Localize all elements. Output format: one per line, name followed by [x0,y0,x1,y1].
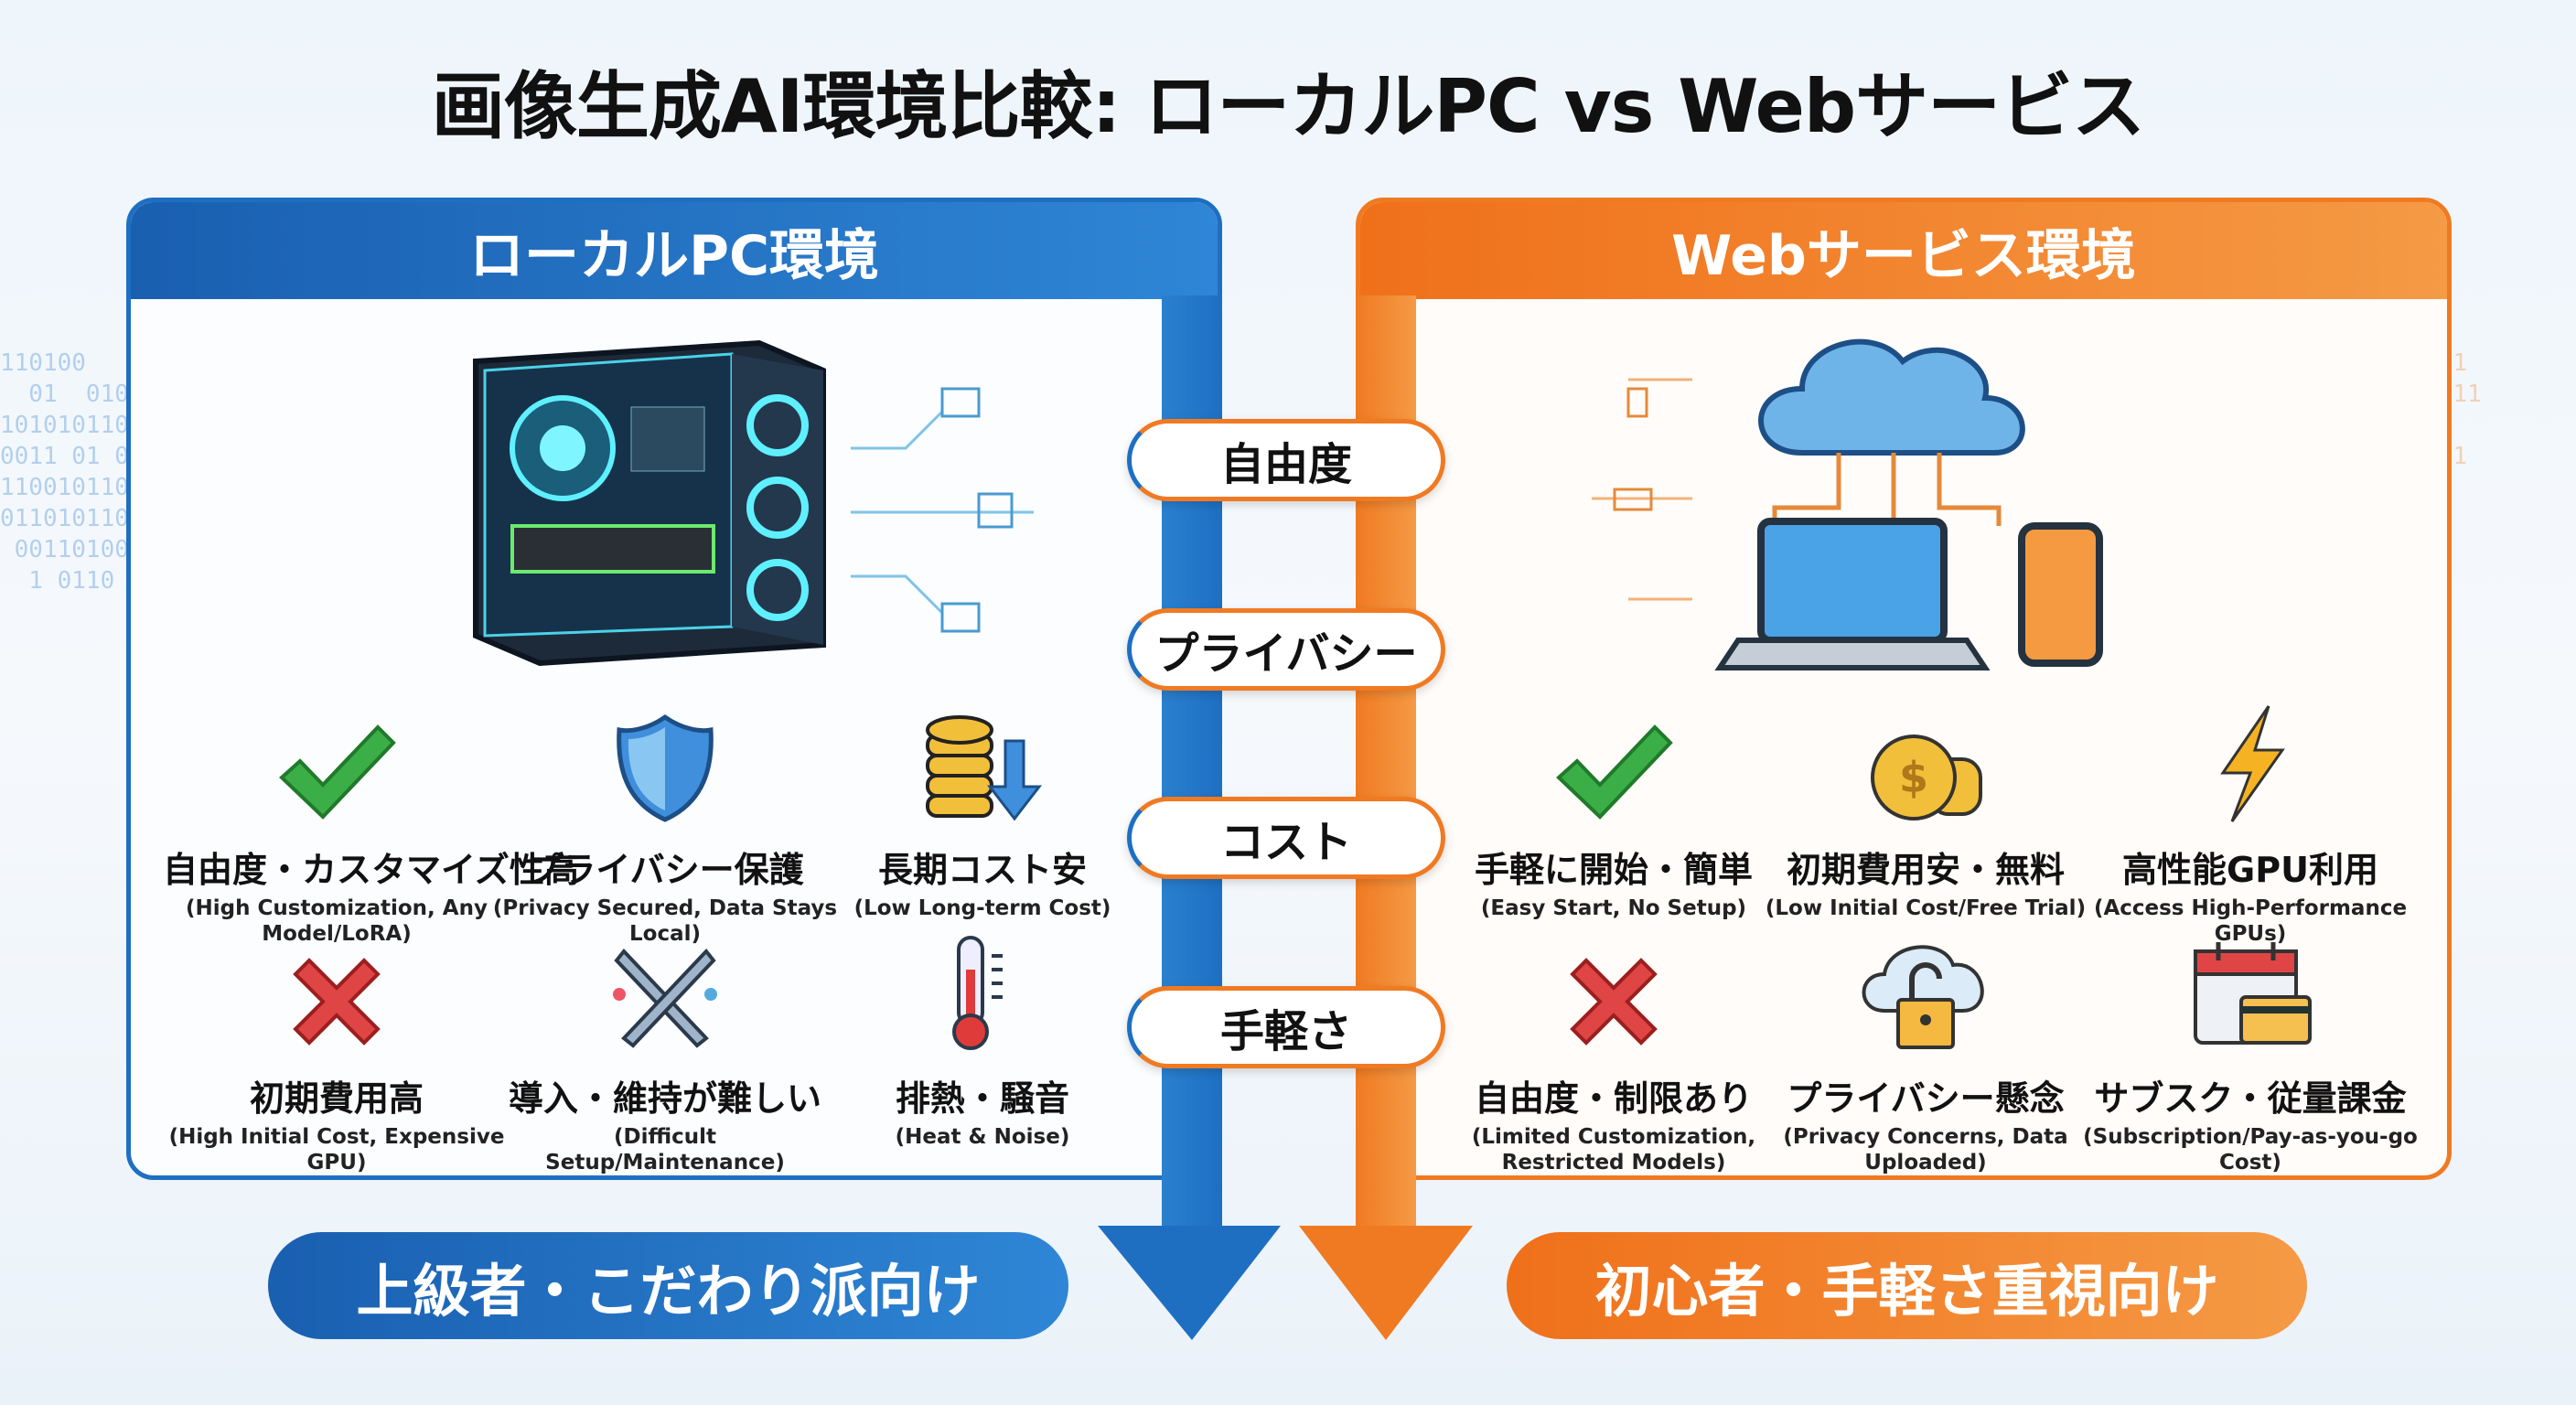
check-icon [279,724,396,820]
shield-icon [617,713,714,822]
criteria-pill-cost: コスト [1127,797,1445,879]
cloud-lock-icon [1862,945,1984,1049]
web-pro-item: 手軽に開始・簡単(Easy Start, No Setup) [1440,713,1787,921]
coin-icon: $ [1871,735,1982,820]
web-con-item: サブスク・従量課金(Subscription/Pay-as-you-go Cos… [2077,942,2424,1175]
local-con-item: 初期費用高(High Initial Cost, Expensive GPU) [163,942,510,1175]
local-pro-item: プライバシー保護(Privacy Secured, Data Stays Loc… [491,713,839,947]
local-audience-badge: 上級者・こだわり派向け [268,1232,1068,1339]
local-pc-header: ローカルPC環境 [131,202,1218,299]
web-service-header: Webサービス環境 [1360,202,2447,299]
local-con-item: 導入・維持が難しい(Difficult Setup/Maintenance) [491,942,839,1175]
thermometer-icon [952,936,1003,1050]
wrench-icon [613,948,717,1048]
check-icon [1556,724,1673,820]
down-arrowheads [1098,1226,1473,1340]
web-pro-item: $ 初期費用安・無料(Low Initial Cost/Free Trial) [1752,713,2099,921]
page-title: 画像生成AI環境比較: ローカルPC vs Webサービス [431,64,2145,149]
criteria-pill-freedom: 自由度 [1127,419,1445,501]
criteria-pill-ease: 手軽さ [1127,986,1445,1068]
criteria-pill-privacy: プライバシー [1127,608,1445,691]
web-con-item: 自由度・制限あり(Limited Customization, Restrict… [1440,942,1787,1175]
cloud-devices-icon [1592,338,2103,670]
gaming-pc-icon [473,339,826,667]
calendar-card-icon [2194,942,2312,1045]
x-icon [1570,958,1658,1046]
connection-lines-left [851,387,1034,633]
svg-text:$: $ [1899,753,1928,802]
local-pro-item: 長期コスト安(Low Long-term Cost) [809,713,1156,921]
x-icon [293,958,381,1046]
local-con-item: 排熱・騒音(Heat & Noise) [809,936,1156,1150]
web-pro-item: 高性能GPU利用(Access High-Performance GPUs) [2077,705,2424,947]
local-pro-item: 自由度・カスタマイズ性高(High Customization, Any Mod… [163,713,579,947]
web-audience-badge: 初心者・手軽さ重視向け [1507,1232,2307,1339]
coins-down-icon [926,715,1043,821]
lightning-icon [2220,705,2285,822]
web-con-item: プライバシー懸念(Privacy Concerns, Data Uploaded… [1752,942,2099,1175]
